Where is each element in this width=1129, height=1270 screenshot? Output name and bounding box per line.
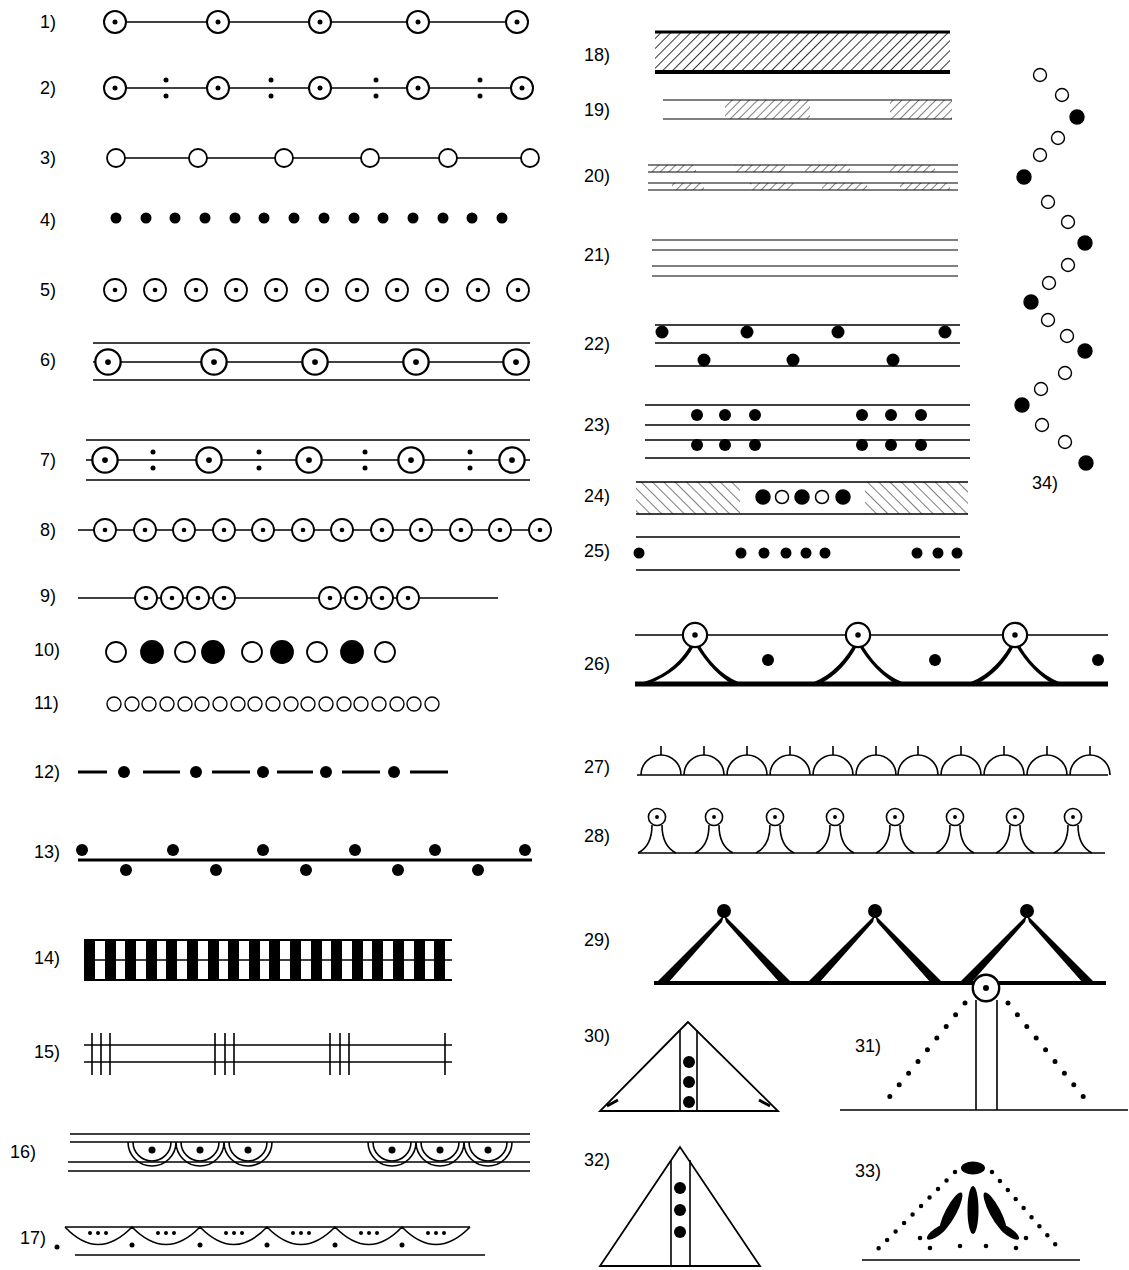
pattern-number: 5)	[40, 279, 56, 301]
pattern-number: 11)	[34, 692, 59, 714]
pattern-number: 9)	[40, 585, 56, 607]
pattern-number: 2)	[40, 77, 56, 99]
pattern-number: 20)	[584, 165, 610, 187]
pattern-number: 27)	[584, 756, 610, 778]
pattern-number: 28)	[584, 825, 610, 847]
pattern-number: 15)	[34, 1041, 60, 1063]
pattern-number: 16)	[10, 1141, 36, 1163]
pattern-number: 19)	[584, 99, 610, 121]
pattern-number: 29)	[584, 929, 610, 951]
pattern-number: 34)	[1032, 472, 1058, 494]
pattern-number: 24)	[584, 485, 610, 507]
pattern-number: 6)	[40, 349, 56, 371]
pattern-number: 30)	[584, 1025, 610, 1047]
pattern-number: 13)	[34, 841, 60, 863]
pattern-number: 17)	[20, 1227, 46, 1249]
pattern-number: 14)	[34, 947, 60, 969]
pattern-number: 8)	[40, 519, 56, 541]
pattern-number: 12)	[34, 761, 60, 783]
pattern-number: 21)	[584, 244, 610, 266]
pattern-number: 18)	[584, 44, 610, 66]
pattern-number: 32)	[584, 1149, 610, 1171]
pattern-number: 26)	[584, 653, 610, 675]
pattern-number: 10)	[34, 639, 60, 661]
pattern-number: 31)	[855, 1035, 881, 1057]
pattern-number: 4)	[40, 209, 56, 231]
pattern-number: 33)	[855, 1160, 881, 1182]
pattern-number: 3)	[40, 147, 56, 169]
pattern-number: 22)	[584, 333, 610, 355]
pattern-number: 1)	[40, 11, 56, 33]
pattern-number: 7)	[40, 449, 56, 471]
pattern-number: 25)	[584, 540, 610, 562]
pattern-number: 23)	[584, 414, 610, 436]
